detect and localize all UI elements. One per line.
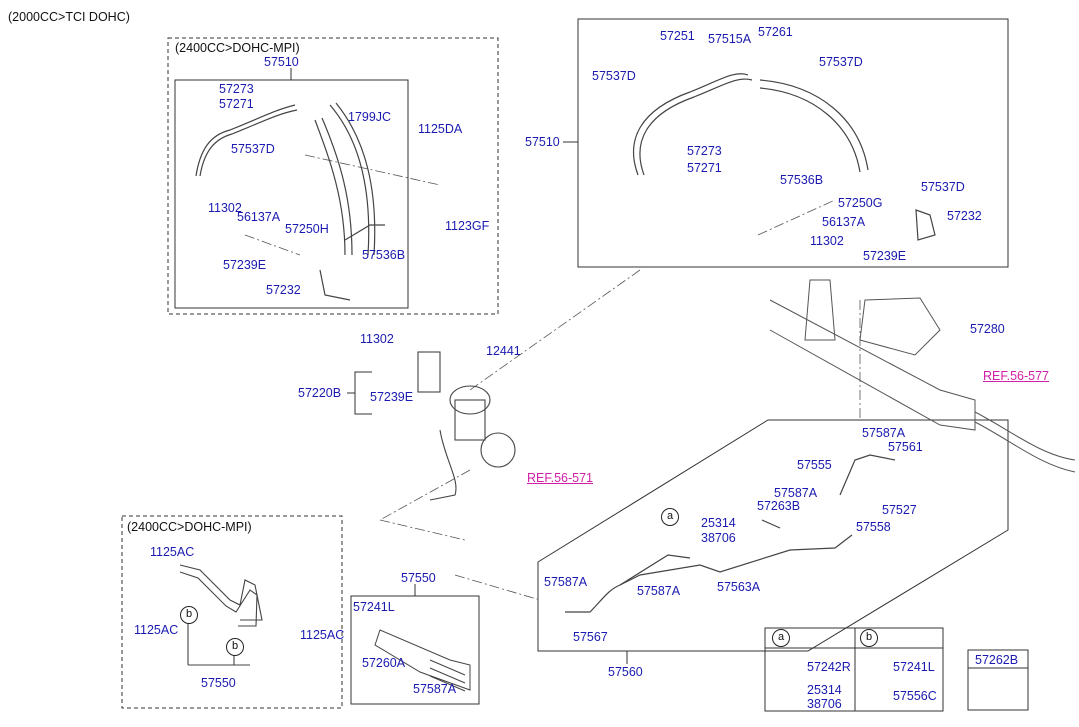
callout-b: b — [226, 638, 244, 656]
part-label[interactable]: 57587A — [544, 575, 588, 589]
part-label[interactable]: 57561 — [888, 440, 923, 454]
part-label[interactable]: 57262B — [975, 653, 1019, 667]
part-label[interactable]: 57263B — [757, 499, 801, 513]
part-label[interactable]: 57587A — [637, 584, 681, 598]
part-label[interactable]: 57558 — [856, 520, 891, 534]
part-label[interactable]: 38706 — [807, 697, 842, 711]
legend-callout-b: b — [860, 629, 878, 647]
top-right-box — [577, 18, 1009, 268]
part-label[interactable]: 1125AC — [134, 623, 179, 637]
part-label[interactable]: 57239E — [863, 249, 907, 263]
part-label[interactable]: 57261 — [758, 25, 793, 39]
legend-single-box — [967, 649, 1029, 711]
inset-bottom-header: (2400CC>DOHC-MPI) — [127, 520, 252, 534]
legend-box — [764, 627, 944, 712]
part-label[interactable]: 38706 — [701, 531, 736, 545]
part-label[interactable]: 11302 — [360, 332, 394, 346]
ref-link[interactable]: REF.56-577 — [983, 369, 1050, 383]
part-label[interactable]: 1125AC — [150, 545, 195, 559]
callout-a: a — [661, 508, 679, 526]
part-label[interactable]: 57239E — [223, 258, 267, 272]
part-label[interactable]: 57280 — [970, 322, 1005, 336]
part-label[interactable]: 57510 — [264, 55, 299, 69]
inset-top-header: (2400CC>DOHC-MPI) — [175, 41, 300, 55]
inset-top-frame — [167, 37, 499, 315]
part-label[interactable]: 57239E — [370, 390, 414, 404]
part-label[interactable]: 57537D — [921, 180, 965, 194]
part-label[interactable]: 57260A — [362, 656, 406, 670]
part-label[interactable]: 57271 — [219, 97, 254, 111]
part-label[interactable]: 57550 — [401, 571, 436, 585]
part-label[interactable]: 1799JC — [348, 110, 392, 124]
pipe-box-outline — [537, 419, 1009, 652]
part-label[interactable]: 57527 — [882, 503, 917, 517]
part-label[interactable]: 11302 — [810, 234, 844, 248]
part-label[interactable]: 57250H — [285, 222, 329, 236]
part-label[interactable]: 57515A — [708, 32, 752, 46]
part-label[interactable]: 57555 — [797, 458, 832, 472]
part-label[interactable]: 57537D — [592, 69, 636, 83]
part-label[interactable]: 57273 — [219, 82, 254, 96]
part-label[interactable]: 57537D — [231, 142, 275, 156]
part-label[interactable]: 56137A — [237, 210, 281, 224]
part-label[interactable]: 57271 — [687, 161, 722, 175]
part-label[interactable]: 25314 — [701, 516, 736, 530]
part-label[interactable]: 57560 — [608, 665, 643, 679]
part-label[interactable]: 1123GF — [445, 219, 490, 233]
main-variant-header: (2000CC>TCI DOHC) — [8, 10, 130, 24]
part-label[interactable]: 57220B — [298, 386, 342, 400]
part-label[interactable]: 57587A — [862, 426, 906, 440]
ref-link[interactable]: REF.56-571 — [527, 471, 594, 485]
inset-bottom-frame — [121, 515, 343, 709]
callout-b: b — [180, 606, 198, 624]
part-label[interactable]: 57567 — [573, 630, 608, 644]
part-label[interactable]: 57587A — [413, 682, 457, 696]
part-label[interactable]: 57232 — [947, 209, 982, 223]
legend-callout-a: a — [772, 629, 790, 647]
part-label[interactable]: 57536B — [362, 248, 406, 262]
part-label[interactable]: 57550 — [201, 676, 236, 690]
part-label[interactable]: 57536B — [780, 173, 824, 187]
part-label[interactable]: 25314 — [807, 683, 842, 697]
part-label[interactable]: 57250G — [838, 196, 883, 210]
part-label[interactable]: 57241L — [353, 600, 395, 614]
part-label[interactable]: 57251 — [660, 29, 695, 43]
part-label[interactable]: 57241L — [893, 660, 935, 674]
part-label[interactable]: 1125DA — [418, 122, 463, 136]
part-label[interactable]: 57232 — [266, 283, 301, 297]
part-label[interactable]: 57563A — [717, 580, 761, 594]
part-label[interactable]: 57537D — [819, 55, 863, 69]
part-label[interactable]: 11302 — [208, 201, 242, 215]
part-label[interactable]: 57510 — [525, 135, 560, 149]
part-label[interactable]: 56137A — [822, 215, 866, 229]
part-label[interactable]: 57556C — [893, 689, 937, 703]
part-label[interactable]: 57587A — [774, 486, 818, 500]
part-label[interactable]: 1125AC — [300, 628, 345, 642]
part-label[interactable]: 57242R — [807, 660, 851, 674]
part-label[interactable]: 57273 — [687, 144, 722, 158]
part-label[interactable]: 12441 — [486, 344, 521, 358]
